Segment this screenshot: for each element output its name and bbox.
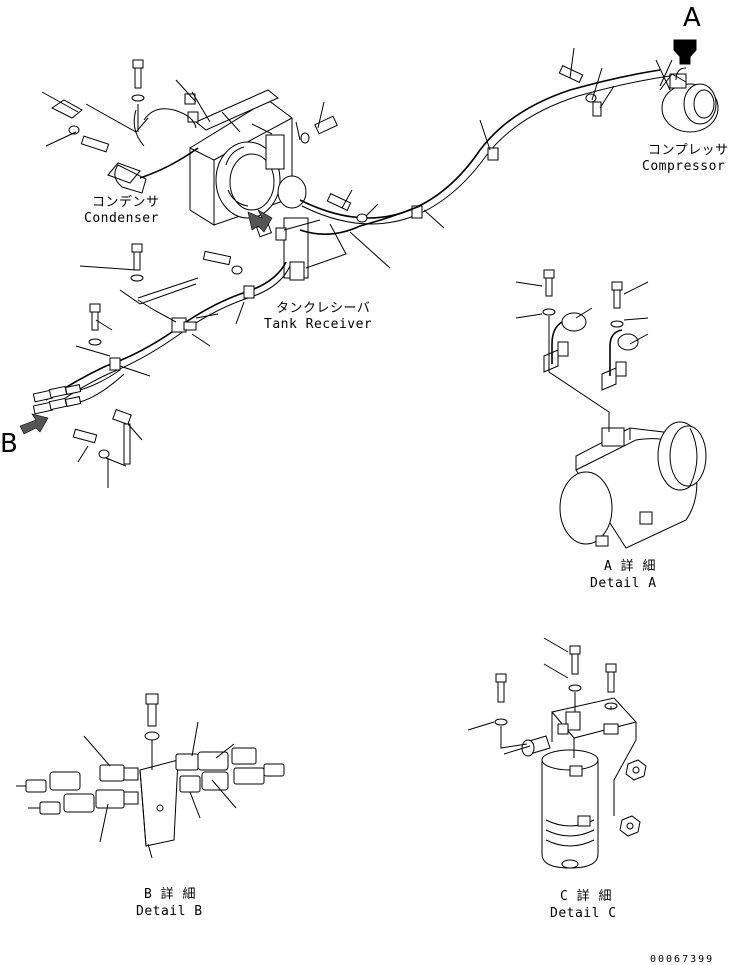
discharge-pipe: [299, 69, 671, 225]
view-b-marker: B: [0, 429, 18, 459]
detail-a-title-jp: A 詳 細: [604, 558, 656, 574]
compressor-unit: [558, 39, 719, 133]
detail-b-drawing: [16, 693, 285, 859]
view-a-marker: A: [683, 3, 701, 33]
detail-c-title-en: Detail C: [550, 906, 617, 921]
tank-receiver-label-jp: タンクレシーバ: [276, 301, 370, 316]
drawing-number: 00067399: [650, 954, 714, 965]
detail-a-drawing: [515, 269, 707, 549]
condenser-label-jp: コンデンサ: [92, 194, 160, 210]
compressor-label-jp: コンプレッサ: [648, 143, 729, 158]
detail-b-title-jp: B 詳 細: [144, 886, 196, 902]
liquid-pipes: [45, 261, 291, 465]
detail-c-title-jp: C 詳 細: [560, 888, 612, 904]
detail-b-title-en: Detail B: [136, 904, 203, 919]
main-assembly: [19, 39, 719, 488]
leader-lines-main: [41, 47, 671, 488]
left-bolts: [72, 243, 243, 459]
condenser-label-en: Condenser: [84, 211, 159, 226]
compressor-label-en: Compressor: [642, 159, 725, 174]
view-b-fittings: [19, 369, 125, 435]
detail-c-drawing: [467, 637, 647, 869]
detail-a-title-en: Detail A: [590, 576, 657, 591]
view-b-arrow: [19, 413, 49, 435]
view-c-arrow: [247, 209, 273, 233]
condenser-bolts: [51, 59, 338, 153]
tank-receiver-label-en: Tank Receiver: [264, 317, 372, 332]
tank-receiver-unit: [275, 193, 421, 281]
